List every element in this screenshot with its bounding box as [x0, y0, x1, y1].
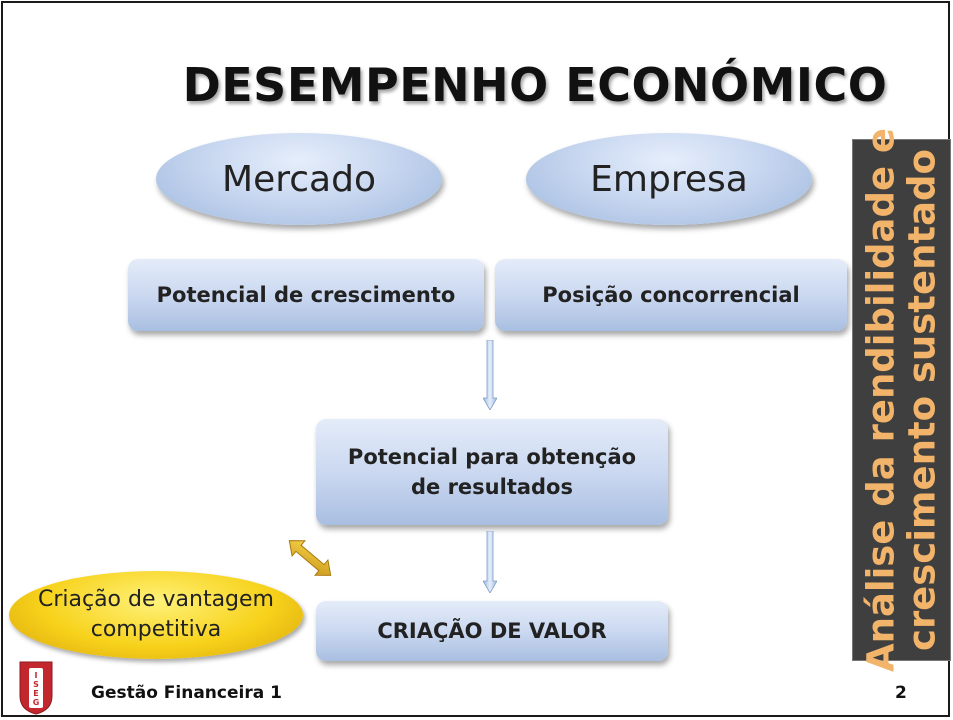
- ellipse-empresa-label: Empresa: [590, 158, 748, 200]
- box-potencial-resultados-line2: de resultados: [410, 475, 573, 499]
- svg-text:G: G: [33, 698, 40, 707]
- box-criacao-valor: CRIAÇÃO DE VALOR: [316, 601, 668, 661]
- box-potencial-resultados-line1: Potencial para obtenção: [347, 444, 637, 469]
- arrow-down-icon: [483, 531, 497, 593]
- box-potencial-resultados: Potencial para obtenção de resultados: [316, 419, 668, 525]
- side-panel-text: Análise da rendibilidade e crescimento s…: [853, 128, 950, 672]
- side-panel-line1: Análise da rendibilidade e: [859, 127, 903, 673]
- ellipse-empresa: Empresa: [526, 133, 812, 225]
- side-panel: [853, 140, 950, 660]
- page-number: 2: [895, 683, 907, 703]
- double-arrow-icon: [288, 540, 332, 576]
- box-posicao-concorrencial-label: Posição concorrencial: [542, 282, 800, 307]
- svg-text:I: I: [35, 671, 38, 680]
- slide-title: DESEMPENHO ECONÓMICO: [182, 58, 888, 112]
- oval-vantagem-line2: competitiva: [90, 617, 222, 642]
- side-panel-line2: crescimento sustentado: [900, 149, 944, 651]
- oval-vantagem-competitiva: Criação de vantagem competitiva: [9, 571, 303, 659]
- svg-text:E: E: [33, 689, 38, 698]
- arrow-down-icon: [483, 340, 497, 410]
- ellipse-mercado: Mercado: [156, 133, 442, 225]
- oval-vantagem-line1: Criação de vantagem: [37, 587, 274, 613]
- box-potencial-crescimento-label: Potencial de crescimento: [156, 282, 456, 307]
- box-posicao-concorrencial: Posição concorrencial: [495, 259, 847, 331]
- box-criacao-valor-label: CRIAÇÃO DE VALOR: [377, 618, 607, 643]
- footer-course: Gestão Financeira 1: [91, 683, 282, 703]
- box-potencial-crescimento: Potencial de crescimento: [128, 259, 484, 331]
- svg-text:S: S: [33, 680, 39, 689]
- iseg-logo-icon: I S E G: [19, 661, 53, 715]
- ellipse-mercado-label: Mercado: [222, 158, 376, 200]
